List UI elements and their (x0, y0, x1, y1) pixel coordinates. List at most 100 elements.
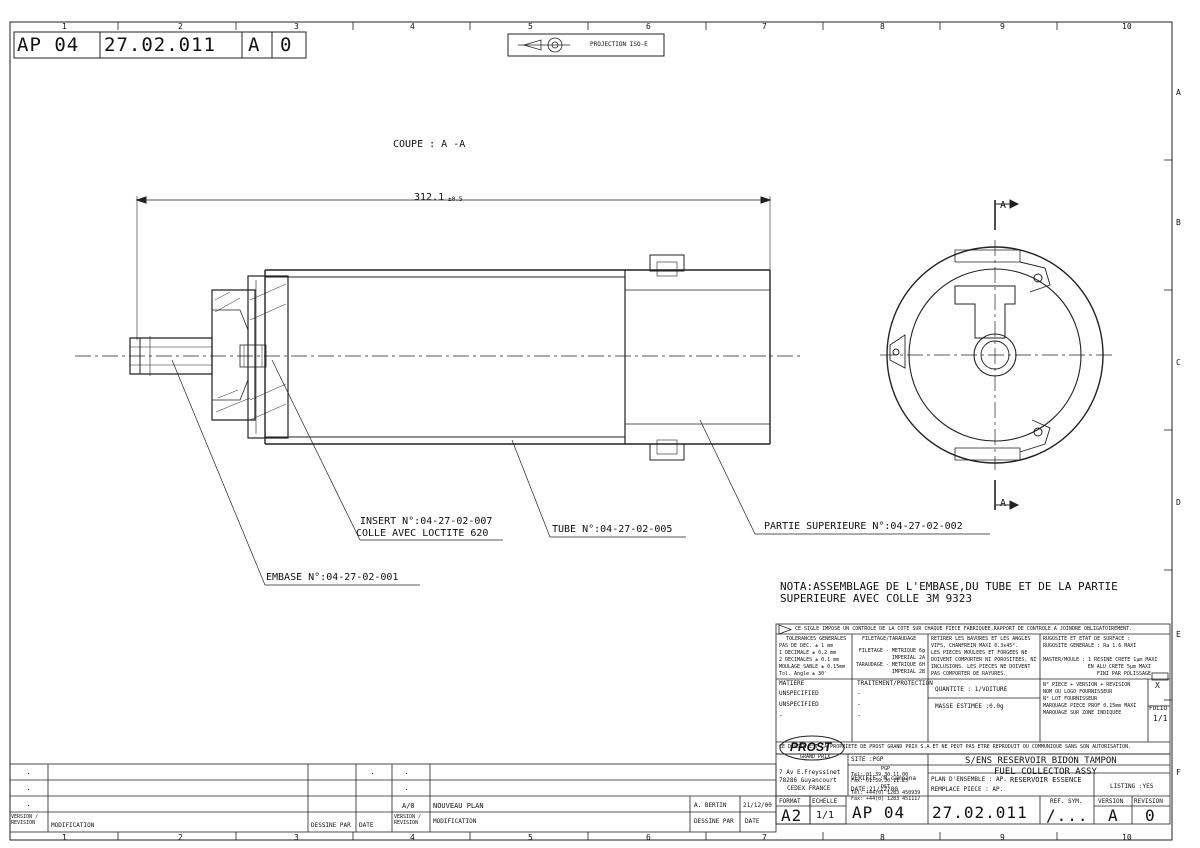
verifie: VERIFIE :M campana (851, 775, 917, 782)
nota-line1: NOTA:ASSEMBLAGE DE L'EMBASE,DU TUBE ET D… (780, 580, 1118, 593)
rev-dot-4: . (404, 767, 409, 776)
revision-label: REVISION (1134, 798, 1163, 805)
address: 7 Av E.Freyssinet 78286 Guyancourt CEDEX… (779, 769, 841, 792)
grid-row-label: F (1176, 768, 1181, 777)
masse: MASSE ESTIMEE :0.0g (935, 703, 1004, 710)
callout-embase: EMBASE N°:04-27-02-001 (266, 572, 399, 583)
rev-row-modification: NOUVEAU PLAN (433, 802, 484, 810)
rev-col-dessine: DESSINE PAR (694, 818, 734, 825)
grid-column-label: 1 (62, 833, 67, 842)
grid-column-label: 9 (1000, 833, 1005, 842)
dimension-main: 312.1 (414, 192, 445, 203)
grid-column-label: 4 (410, 833, 415, 842)
drawing-frame (9, 21, 1173, 841)
grid-column-label: 4 (410, 22, 415, 31)
matiere-label: MATIERE (779, 680, 805, 687)
grid-column-label: 6 (646, 22, 651, 31)
title-en: FUEL COLLECTOR ASSY (994, 767, 1097, 777)
format-value: A2 (781, 806, 803, 825)
echelle-value: 1/1 (816, 810, 835, 821)
echelle-label: ECHELLE (812, 798, 838, 805)
x-mark: X (1155, 681, 1160, 690)
grid-column-label: 5 (528, 22, 533, 31)
section-title: COUPE : A -A (393, 139, 466, 150)
section-view (75, 196, 990, 586)
prost-logo: PROST (790, 740, 832, 754)
rev-dot-3: . (26, 799, 31, 808)
callout-tube: TUBE N°:04-27-02-005 (552, 524, 673, 535)
doc-rev-index: 0 (280, 34, 293, 56)
leader-lines (171, 359, 990, 586)
rev-left-date: DATE (359, 822, 374, 829)
grid-column-label: 9 (1000, 22, 1005, 31)
projection-label: PROJECTION ISO-E (590, 41, 648, 48)
grid-row-label: E (1176, 630, 1181, 639)
rev-col-modification: MODIFICATION (433, 818, 477, 825)
rev-left-dessine: DESSINE PAR (311, 822, 351, 829)
projection-box (507, 33, 665, 57)
big-number: 27.02.011 (932, 803, 1028, 822)
grid-column-label: 10 (1122, 22, 1132, 31)
notice-top: CE SIGLE IMPOSE UN CONTROLE DE LA COTE S… (795, 626, 1133, 632)
prost-logo-sub: GRAND PRIX (800, 754, 831, 760)
grid-row-label: B (1176, 218, 1181, 227)
rev-left-modification: MODIFICATION (51, 822, 95, 829)
rev-dot-6: . (370, 767, 375, 776)
rev-left-version: VERSION / REVISION (11, 814, 39, 826)
nota-line2: SUPERIEURE AVEC COLLE 3M 9323 (780, 592, 973, 605)
traitement-rows: - - - (857, 690, 861, 719)
site-lines: PGP Tel: 01.39.30.11.00 Fax: 01.39.30.11… (851, 766, 921, 802)
section-marker-bottom: A (1000, 498, 1007, 509)
ref-symbol-value: /... (1046, 806, 1089, 825)
rev-dot-2: . (26, 783, 31, 792)
grid-column-label: 8 (880, 833, 885, 842)
format-label: FORMAT (779, 798, 801, 805)
folio-value: 1/1 (1153, 714, 1168, 723)
version-label: VERSION (1098, 798, 1124, 805)
dimension-tol: ±0.5 (448, 196, 463, 203)
tol-title: TOLERANCES GENERALES (786, 636, 847, 642)
folio-label: FOLIO (1149, 705, 1168, 712)
header-box-index (271, 31, 307, 59)
listing: LISTING :YES (1110, 783, 1154, 790)
property-notice: CE DESSIN EST LA PROPRIETE DE PROST GRAN… (779, 744, 1132, 750)
section-marker-top: A (1000, 200, 1007, 211)
grid-column-label: 8 (880, 22, 885, 31)
remplace: REMPLACE PIECE : AP. (931, 786, 1004, 793)
grid-row-label: A (1176, 88, 1181, 97)
grid-column-label: 3 (294, 833, 299, 842)
master-text: MASTER/MOULE : 1 RESINE CRETE 1µm MAXI E… (1043, 657, 1158, 677)
grid-column-label: 3 (294, 22, 299, 31)
grid-column-label: 1 (62, 22, 67, 31)
traitement-label: TRAITEMENT/PROTECTION (857, 680, 933, 687)
rev-col-version: VERSION / REVISION (394, 814, 422, 826)
doc-prefix: AP 04 (17, 34, 80, 56)
rev-row-dessine: A. BERTIN (694, 802, 727, 809)
rev-row-version: A/0 (402, 802, 415, 810)
matiere-rows: UNSPECIFIED UNSPECIFIED - (779, 690, 819, 719)
grid-column-label: 5 (528, 833, 533, 842)
tol-rows: PAS DE DEC. ± 1 mm 1 DECIMALE ± 0.2 mm 2… (779, 643, 846, 677)
rev-dot-1: . (26, 767, 31, 776)
grid-column-label: 2 (178, 833, 183, 842)
rev-row-date: 21/12/00 (743, 802, 772, 809)
rugosite-text: RUGOSITE ET ETAT DE SURFACE : RUGOSITE G… (1043, 636, 1137, 649)
grid-column-label: 7 (762, 833, 767, 842)
revision-value: 0 (1145, 806, 1156, 825)
plan-ensemble: PLAN D'ENSEMBLE : AP. (931, 776, 1007, 783)
quantite: QUANTITE : 1/VOITURE (935, 686, 1008, 693)
grid-row-label: C (1176, 358, 1181, 367)
title-sub: RESERVOIR ESSENCE (1010, 776, 1082, 784)
rev-col-date: DATE (745, 818, 760, 825)
title-block-lines (9, 623, 1171, 833)
site-label: SITE :PGP (851, 756, 884, 763)
grid-ticks (117, 22, 1172, 840)
projection-symbol (518, 37, 570, 53)
big-prefix: AP 04 (852, 803, 906, 822)
bavures-text: RETIRER LES BAVURES ET LES ANGLES VIFS, … (931, 636, 1037, 677)
piece-notes: N° PIECE + VERSION + REVISION NOM OU LOG… (1043, 682, 1137, 716)
grid-column-label: 7 (762, 22, 767, 31)
filetage-rows: FILETAGE - METRIQUE 6g IMPERIAL 2A TARAU… (855, 648, 925, 675)
end-view (880, 199, 1115, 510)
